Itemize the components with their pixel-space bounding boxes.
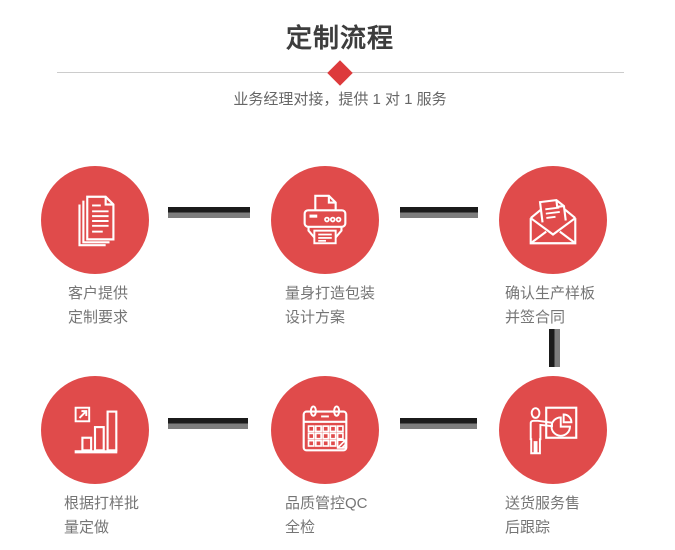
step6-label-line2: 后跟踪 (505, 519, 551, 536)
step1-label-line1: 客户提供 (68, 285, 129, 302)
step3-circle (499, 166, 607, 274)
page-subtitle: 业务经理对接，提供 1 对 1 服务 (233, 91, 447, 108)
step4-circle (41, 376, 149, 484)
step1-label: 客户提供 定制要求 (68, 282, 128, 330)
step5-label-line2: 全检 (285, 519, 316, 536)
step2-circle (271, 166, 379, 274)
step1-circle (41, 166, 149, 274)
step3-label-line1: 确认生产样板 (505, 285, 596, 302)
calendar-icon (302, 405, 348, 452)
connector-step1-step2 (168, 207, 250, 218)
envelope-icon (529, 199, 577, 245)
page-title: 定制流程 (285, 23, 394, 53)
step6-circle (499, 376, 607, 484)
step5-circle (271, 376, 379, 484)
step1-label-line2: 定制要求 (68, 309, 129, 326)
printer-icon (303, 194, 347, 245)
step4-label: 根据打样批 量定做 (64, 492, 139, 540)
step4-label-line2: 量定做 (64, 519, 110, 536)
presentation-icon (529, 406, 578, 455)
step6-label: 送货服务售 后跟踪 (505, 492, 580, 540)
bar-chart-icon (74, 406, 118, 454)
connector-step5-step6 (400, 418, 477, 429)
connector-step2-step3 (400, 207, 478, 218)
diamond-icon (327, 60, 353, 86)
step2-label-line2: 设计方案 (285, 309, 346, 326)
step2-label: 量身打造包装 设计方案 (285, 282, 375, 330)
step5-label-line1: 品质管控QC (285, 495, 368, 512)
connector-step3-step6 (549, 329, 560, 367)
step5-label: 品质管控QC 全检 (285, 492, 368, 540)
connector-step4-step5 (168, 418, 248, 429)
step2-label-line1: 量身打造包装 (285, 285, 376, 302)
step4-label-line1: 根据打样批 (64, 495, 140, 512)
documents-icon (78, 195, 115, 247)
step6-label-line1: 送货服务售 (505, 495, 581, 512)
step3-label-line2: 并签合同 (505, 309, 566, 326)
step3-label: 确认生产样板 并签合同 (505, 282, 595, 330)
